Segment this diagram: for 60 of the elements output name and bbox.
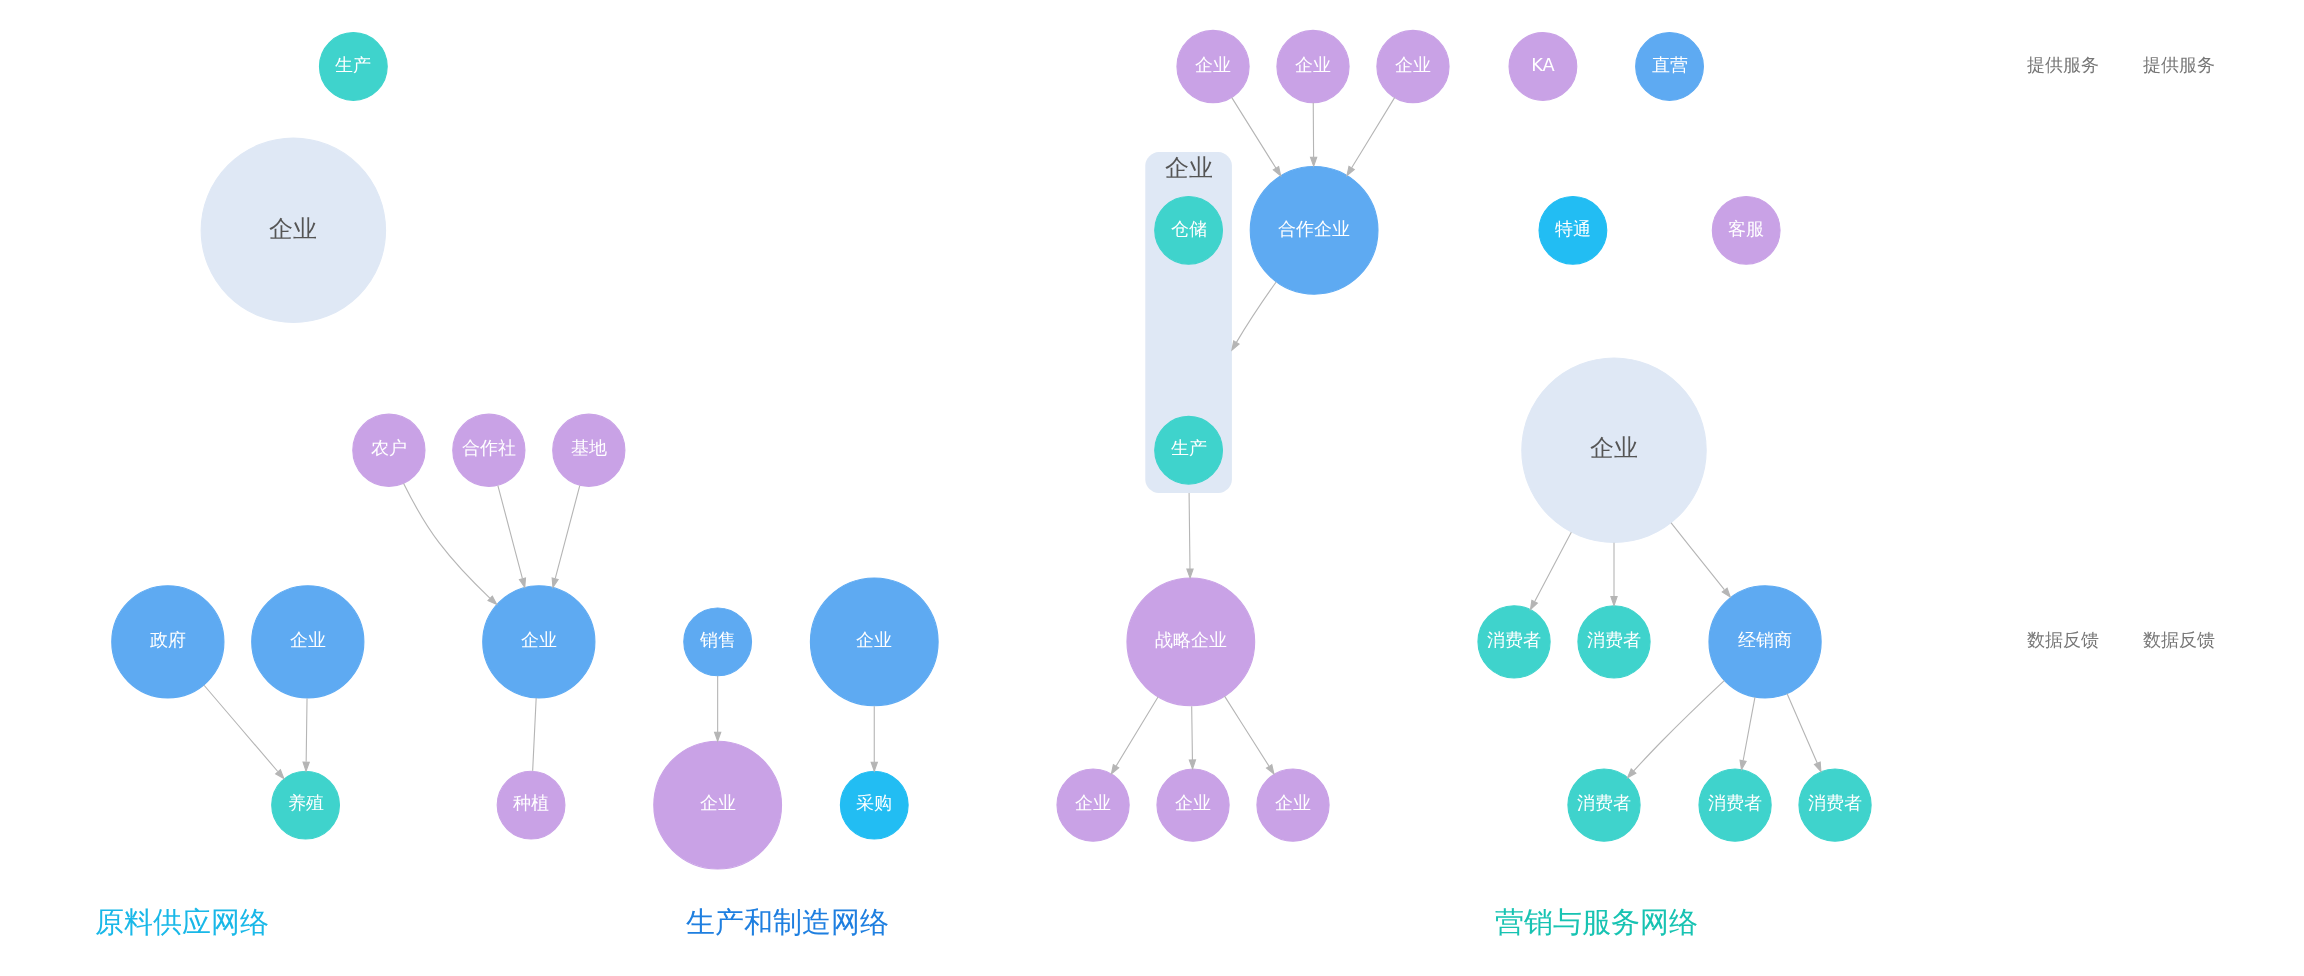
arrow	[1223, 695, 1275, 776]
label: 营销与服务网络	[1494, 906, 1698, 939]
arrow	[402, 482, 498, 606]
arrow	[551, 485, 580, 589]
node-circle: 企业	[1375, 29, 1450, 104]
arrow	[1309, 102, 1317, 168]
arrow	[1785, 692, 1822, 773]
node-circle: 企业	[1175, 29, 1250, 104]
arrow	[1230, 281, 1277, 352]
label: 数据反馈	[2142, 630, 2215, 651]
label: 提供服务	[2026, 54, 2099, 75]
arrow	[1670, 522, 1731, 599]
node-circle: 企业	[1155, 768, 1230, 842]
node-circle: 企业	[1055, 768, 1130, 842]
node-circle: 生产	[318, 32, 388, 101]
arrow	[713, 675, 722, 743]
node-circle: 基地	[551, 413, 625, 487]
node-circle: 生产	[1153, 415, 1223, 485]
node-circle: 种植	[496, 770, 565, 840]
node-circle: 企业	[200, 137, 386, 324]
node-circle: 采购	[839, 770, 909, 840]
node-circle: KA	[1508, 32, 1577, 101]
node-circle: 企业	[481, 585, 595, 699]
node-circle: 农户	[351, 413, 426, 487]
arrow	[1110, 696, 1159, 776]
arrow	[1185, 492, 1194, 580]
node-circle: 合作社	[451, 413, 525, 487]
label: 原料供应网络	[94, 906, 269, 939]
node-circle: 特通	[1537, 195, 1607, 265]
node-circle: 客服	[1711, 195, 1781, 265]
label: 提供服务	[2142, 54, 2215, 75]
arrow	[1625, 680, 1725, 779]
node-circle: 企业	[1275, 29, 1350, 104]
node-circle: 销售	[682, 607, 752, 677]
node-circle: 企业	[250, 585, 364, 699]
arrow	[1738, 696, 1756, 772]
arrow	[496, 485, 526, 589]
node-circle: 政府	[110, 585, 224, 699]
node-circle: 企业	[1520, 357, 1707, 543]
arrow	[1609, 542, 1618, 608]
node-circle: 仓储	[1153, 195, 1223, 265]
node-circle: 消费者	[1476, 605, 1551, 679]
node-circle: 消费者	[1576, 605, 1651, 679]
arrow	[1529, 531, 1572, 612]
node-circle: 企业	[652, 740, 782, 870]
arrow	[301, 697, 310, 773]
label: 生产和制造网络	[685, 906, 889, 939]
arrow	[203, 684, 285, 780]
node-circle: 企业	[809, 577, 939, 707]
label: 数据反馈	[2026, 630, 2099, 651]
node-circle: 消费者	[1697, 768, 1772, 842]
arrow	[1188, 705, 1196, 771]
node-circle: 企业	[1255, 768, 1330, 842]
node-circle: 直营	[1634, 32, 1704, 101]
arrow	[869, 705, 878, 773]
connector	[531, 697, 537, 772]
arrow	[1230, 97, 1282, 178]
arrow	[1345, 97, 1395, 177]
node-circle: 消费者	[1797, 768, 1872, 842]
node-circle: 战略企业	[1125, 577, 1255, 707]
